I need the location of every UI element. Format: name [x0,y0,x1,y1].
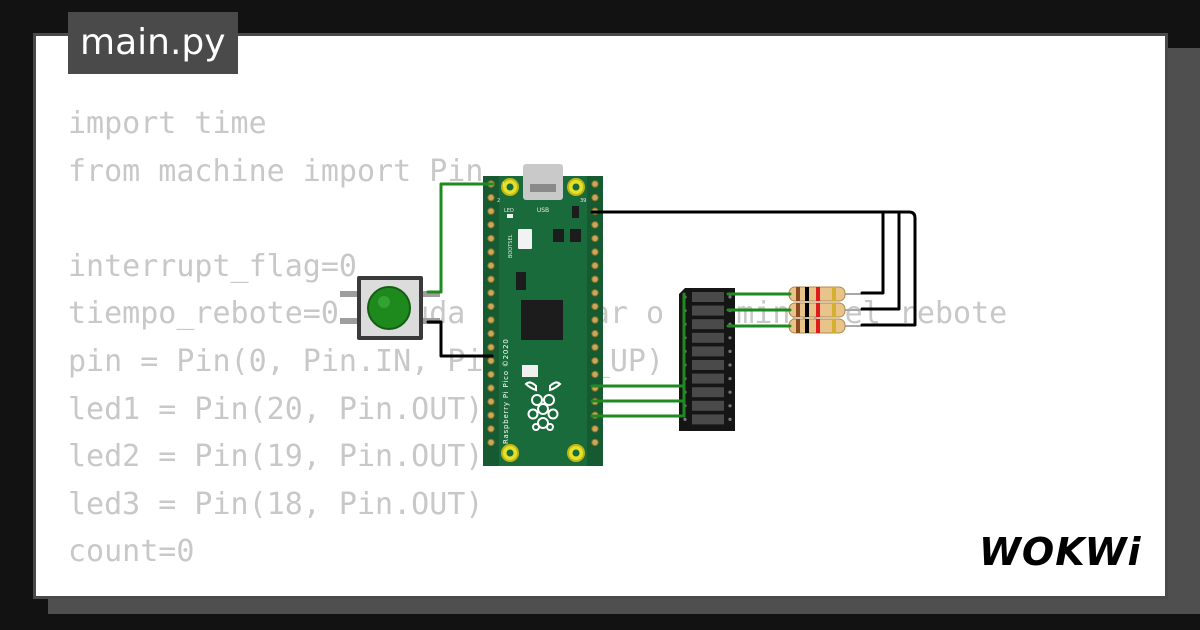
led-pin [683,417,687,421]
led-bar-graph[interactable] [679,288,735,431]
pico-pin [487,248,495,256]
pico-pin [487,411,495,419]
pico-pin [487,438,495,447]
led-segment [692,414,724,425]
resistors [778,286,862,334]
pico-pin [487,370,495,379]
led-pin [728,336,732,340]
pico-pin [591,438,599,447]
pico-pin [487,234,495,243]
led-pin [728,377,732,381]
led-segment [692,292,724,302]
pico-pin [487,329,495,338]
pins-right [591,180,599,447]
pico-pin [487,261,495,270]
led-label: LED [504,208,514,214]
led-pin [728,363,732,367]
pico-pin [487,193,495,202]
led-pin [728,404,732,408]
wire-button-gp0 [426,182,494,294]
pico-pin [591,248,599,256]
led-segment [692,332,724,343]
wire-gnd-rail-3 [860,210,917,327]
board-silkscreen: Raspberry Pi Pico ©2020 [502,338,510,444]
pico-pin [487,221,495,229]
file-tab-label: main.py [80,22,226,63]
pin1-label: 1 [502,182,505,188]
pico-pin [487,316,495,324]
pico-pin [591,425,599,433]
resistor[interactable] [778,302,862,318]
pico-pin [487,207,495,215]
pico-pin [591,234,599,243]
wire-gnd-rail-1 [590,210,885,295]
pico-pin [487,302,495,311]
led-pin [728,417,732,421]
pico-pin [487,397,495,406]
led-segment [692,400,724,411]
code-line: led2 = Pin(19, Pin.OUT) [68,439,484,475]
led-segment [692,346,724,357]
led-segment [692,360,724,370]
pico-pin [487,343,495,351]
led-segment [692,373,724,384]
rp2040-chip [521,300,563,340]
bootsel-label: BOOTSEL [508,234,514,258]
pico-pin [591,370,599,379]
pico-pin [591,180,599,188]
usb-label: USB [537,207,549,214]
led-segment [692,305,724,316]
pico-pin [591,193,599,202]
pico-pin [591,289,599,297]
pico-pin [591,302,599,311]
pushbutton[interactable] [340,276,440,340]
wokwi-logo-text: WOKWi [979,530,1142,574]
pico-pin [487,425,495,433]
pico-pin [591,261,599,270]
raspberry-logo [524,381,562,431]
onboard-led [507,214,513,218]
bootsel-button[interactable] [518,229,532,249]
pico-pin [487,384,495,392]
wokwi-logo: WOKWi [979,530,1142,574]
file-tab[interactable]: main.py [68,12,238,74]
wire-button-gnd [426,320,494,358]
code-line: led3 = Pin(18, Pin.OUT) [68,486,484,522]
pico-pin [591,329,599,338]
pico-pin [487,357,495,365]
code-line: led1 = Pin(20, Pin.OUT) [68,391,484,427]
led-segment [692,319,724,330]
usb-connector [523,164,563,200]
led-pin [728,349,732,353]
pico-pin [487,275,495,283]
led-pin [728,295,732,299]
resistor[interactable] [778,318,862,334]
code-line: from machine import Pin [68,153,484,189]
code-line: count=0 [68,534,195,570]
pico-pin [591,357,599,365]
pico-pin [591,221,599,229]
pico-pin [591,316,599,324]
pico-pin [591,275,599,283]
pico-pin [591,343,599,351]
led-pin [728,390,732,394]
pico-pin [487,289,495,297]
raspberry-pi-pico[interactable]: USB 1 2 39 LED BOOTSEL [483,164,603,466]
pins-left [487,180,495,447]
wires [426,182,917,418]
code-line: interrupt_flag=0 [68,248,357,284]
code-line: import time [68,106,267,141]
wire-gnd-rail-2 [860,210,901,311]
led-segment [692,387,724,398]
pin2-label: 2 [497,198,500,204]
pin39-label: 39 [580,198,586,204]
